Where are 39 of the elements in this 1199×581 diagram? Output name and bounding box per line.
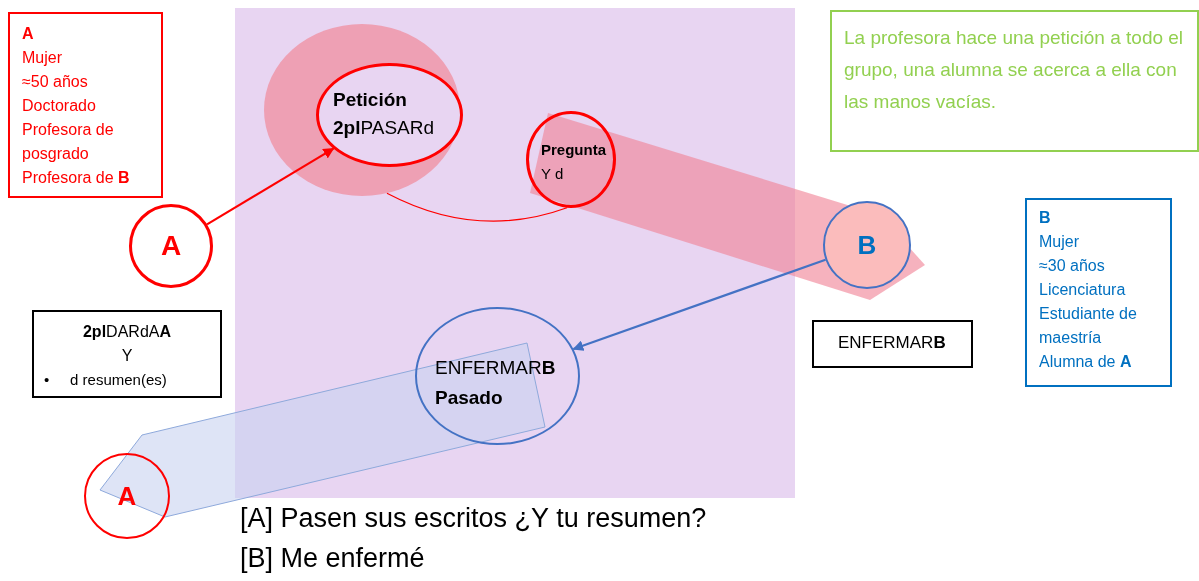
heading-text: A	[22, 24, 35, 44]
gloss-box	[812, 320, 973, 368]
body-text: ≈50 años	[22, 72, 89, 92]
ellipse-node	[415, 307, 580, 445]
body-text: Mujer	[1039, 232, 1080, 252]
person-letter: A	[160, 230, 182, 262]
heading-text: Petición	[333, 88, 408, 112]
body-text: Licenciatura	[1039, 280, 1127, 300]
arrow	[572, 258, 826, 351]
heading-text: B	[1039, 208, 1052, 228]
info-box	[1025, 198, 1172, 387]
body-text: La profesora hace una petición a todo el grupo, una alumna se acerca a ella con las manos vacías.	[844, 26, 1185, 114]
dialogue-line: [B] Me enfermé	[240, 543, 425, 574]
body-text: Y	[120, 346, 134, 366]
heading-text: ENFERMARB	[435, 356, 557, 380]
gloss-box	[32, 310, 222, 398]
body-text: Mujer	[22, 48, 63, 68]
dialogue-line: [A] Pasen sus escritos ¿Y tu resumen?	[240, 503, 707, 534]
note-box	[830, 10, 1199, 152]
body-text: Profesora de posgrado	[22, 120, 115, 164]
body-text: ≈30 años	[1039, 256, 1106, 276]
body-text: Y d	[541, 164, 565, 184]
info-box	[8, 12, 163, 198]
ellipse-node	[526, 111, 616, 208]
body-text: Pasado	[435, 386, 504, 410]
body-text: ENFERMARB	[838, 333, 947, 353]
person-circle	[84, 453, 170, 539]
body-text: • d resumen(es)	[44, 370, 168, 390]
heading-text: Pregunta	[541, 140, 607, 160]
body-text: 2plPASARd	[333, 116, 436, 140]
arrow	[206, 147, 335, 226]
body-text: Alumna de A	[1039, 352, 1133, 372]
body-text: Profesora de B	[22, 168, 131, 188]
person-letter: A	[117, 480, 137, 512]
heading-text: 2plDARdAA	[81, 322, 172, 342]
body-text: Doctorado	[22, 96, 97, 116]
person-letter: B	[857, 229, 877, 261]
body-text: Estudiante de maestría	[1039, 304, 1138, 348]
connector-line	[386, 192, 568, 222]
